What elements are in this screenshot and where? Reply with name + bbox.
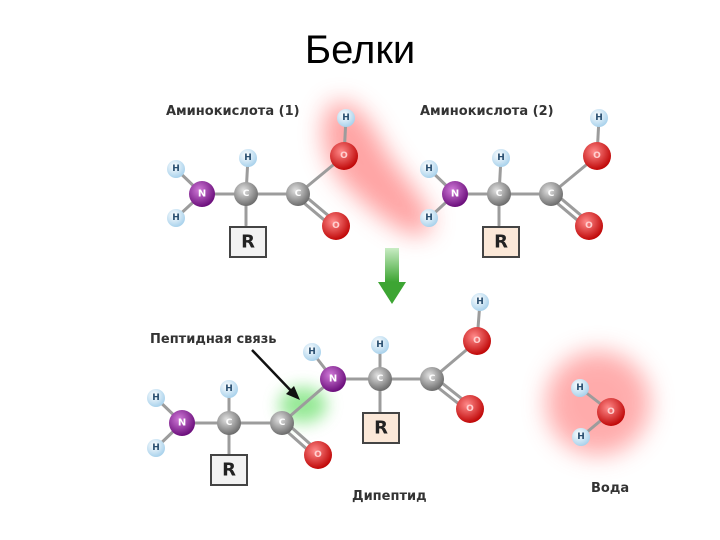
carbon-atom-symbol: C	[243, 189, 250, 199]
oxygen-atom-symbol: O	[466, 404, 474, 414]
condensation-highlight	[322, 101, 432, 236]
hydrogen-atom-symbol: H	[225, 384, 233, 394]
hydrogen-atom-symbol: H	[497, 153, 505, 163]
oxygen-atom	[322, 212, 350, 240]
carbon-atom-symbol: C	[295, 189, 302, 199]
peptide-bond-pointer	[251, 349, 297, 397]
nitrogen-atom-symbol: N	[451, 189, 459, 200]
hydrogen-atom	[492, 149, 510, 167]
carbon-atom-symbol: C	[429, 374, 436, 384]
hydrogen-atom	[471, 293, 489, 311]
r-group-box	[362, 412, 400, 444]
carbon-atom-symbol: C	[279, 418, 286, 428]
hydrogen-atom-symbol: H	[425, 213, 433, 223]
hydrogen-atom	[420, 160, 438, 178]
slide-title: Белки	[304, 28, 416, 72]
hydrogen-atom-symbol: H	[152, 443, 160, 453]
hydrogen-atom	[371, 336, 389, 354]
carbon-atom	[217, 411, 241, 435]
dipeptide-label: Дипептид	[352, 489, 427, 504]
r-group-box	[482, 226, 520, 258]
nitrogen-atom	[320, 366, 346, 392]
carbon-atom-symbol: C	[377, 374, 384, 384]
oxygen-atom-symbol: O	[607, 407, 615, 417]
oxygen-atom	[304, 441, 332, 469]
water-label: Вода	[591, 481, 629, 496]
r-group-symbol: R	[222, 460, 236, 481]
hydrogen-atom	[220, 380, 238, 398]
hydrogen-atom	[167, 160, 185, 178]
hydrogen-atom-symbol: H	[342, 113, 350, 123]
peptide-bond-label: Пептидная связь	[150, 332, 277, 347]
oxygen-atom	[583, 142, 611, 170]
hydrogen-atom-symbol: H	[308, 347, 316, 357]
oxygen-atom	[597, 398, 625, 426]
hydrogen-atom-symbol: H	[172, 213, 180, 223]
hydrogen-atom	[590, 109, 608, 127]
r-group-box	[210, 454, 248, 486]
carbon-atom-symbol: C	[548, 189, 555, 199]
hydrogen-atom	[420, 209, 438, 227]
hydrogen-atom	[303, 343, 321, 361]
carbon-atom	[539, 182, 563, 206]
r-group-box	[229, 226, 267, 258]
hydrogen-atom-symbol: H	[595, 113, 603, 123]
hydrogen-atom	[239, 149, 257, 167]
hydrogen-atom-symbol: H	[577, 432, 585, 442]
nitrogen-atom-symbol: N	[178, 418, 186, 429]
hydrogen-atom-symbol: H	[152, 393, 160, 403]
hydrogen-atom-symbol: H	[244, 153, 252, 163]
amino-acid-1-label: Аминокислота (1)	[166, 104, 300, 119]
hydrogen-atom	[337, 109, 355, 127]
r-group-symbol: R	[374, 418, 388, 439]
oxygen-atom	[575, 212, 603, 240]
nitrogen-atom	[442, 181, 468, 207]
oxygen-atom	[330, 142, 358, 170]
oxygen-atom	[456, 395, 484, 423]
carbon-atom-symbol: C	[226, 418, 233, 428]
carbon-atom-symbol: C	[496, 189, 503, 199]
nitrogen-atom	[189, 181, 215, 207]
nitrogen-atom-symbol: N	[329, 374, 337, 385]
hydrogen-atom-symbol: H	[172, 164, 180, 174]
hydrogen-atom	[167, 209, 185, 227]
nitrogen-atom	[169, 410, 195, 436]
carbon-atom	[286, 182, 310, 206]
peptide-bond-pointer-head	[286, 386, 300, 400]
oxygen-atom-symbol: O	[332, 221, 340, 231]
carbon-atom	[270, 411, 294, 435]
oxygen-atom	[463, 327, 491, 355]
carbon-atom	[420, 367, 444, 391]
nitrogen-atom-symbol: N	[198, 189, 206, 200]
r-group-symbol: R	[241, 232, 255, 253]
hydrogen-atom	[147, 439, 165, 457]
hydrogen-atom-symbol: H	[476, 297, 484, 307]
oxygen-atom-symbol: O	[340, 151, 348, 161]
hydrogen-atom	[572, 428, 590, 446]
carbon-atom	[368, 367, 392, 391]
hydrogen-atom-symbol: H	[576, 383, 584, 393]
oxygen-atom-symbol: O	[314, 450, 322, 460]
hydrogen-atom-symbol: H	[376, 340, 384, 350]
oxygen-atom-symbol: O	[593, 151, 601, 161]
hydrogen-atom	[147, 389, 165, 407]
carbon-atom	[487, 182, 511, 206]
hydrogen-atom	[571, 379, 589, 397]
r-group-symbol: R	[494, 232, 508, 253]
oxygen-atom-symbol: O	[585, 221, 593, 231]
oxygen-atom-symbol: O	[473, 336, 481, 346]
carbon-atom	[234, 182, 258, 206]
hydrogen-atom-symbol: H	[425, 164, 433, 174]
amino-acid-2-label: Аминокислота (2)	[420, 104, 554, 119]
reaction-arrow	[378, 248, 406, 304]
